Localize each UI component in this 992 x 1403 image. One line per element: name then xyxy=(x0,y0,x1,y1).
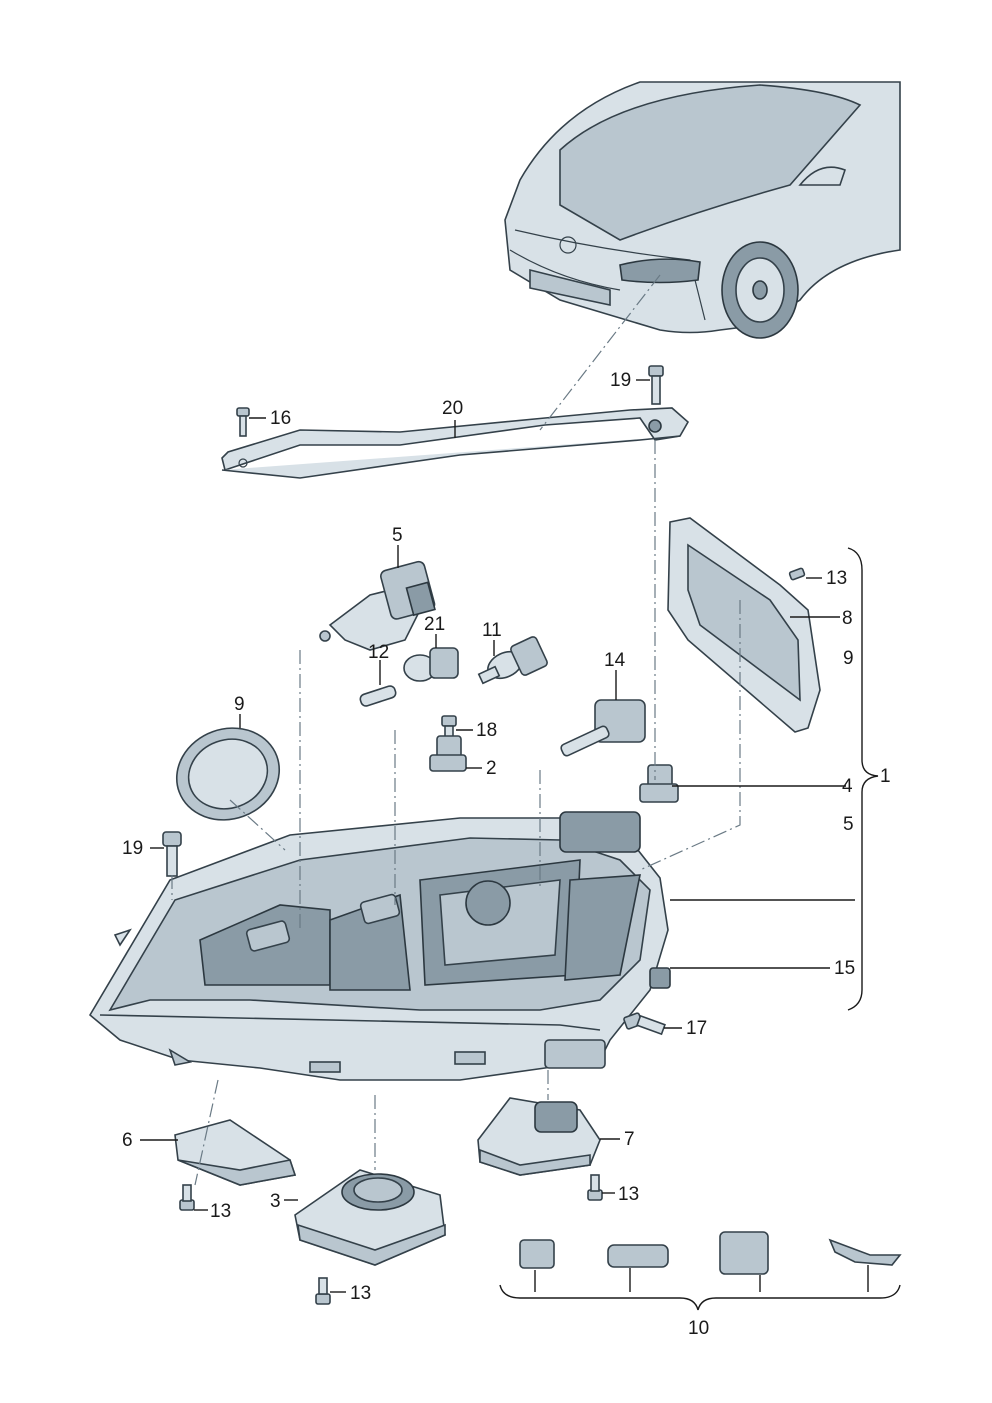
callout-11: 11 xyxy=(482,620,502,641)
cover-8 xyxy=(667,517,821,733)
callout-2: 2 xyxy=(486,758,497,779)
callout-21: 21 xyxy=(424,614,445,635)
callout-labels: 16 20 19 5 21 11 12 14 9 18 2 13 8 9 4 1… xyxy=(122,370,891,1339)
callout-1: 1 xyxy=(880,766,891,787)
ballast-3 xyxy=(294,1169,446,1266)
callout-19-left: 19 xyxy=(122,838,143,859)
callout-12: 12 xyxy=(368,642,389,663)
screw-19-top xyxy=(648,365,664,405)
screw-13-ballast xyxy=(315,1277,331,1305)
xenon-bulb-14 xyxy=(560,699,646,757)
callout-15: 15 xyxy=(834,958,855,979)
vehicle-front-illustration xyxy=(504,81,901,339)
screw-16 xyxy=(236,407,250,437)
callout-19-top: 19 xyxy=(610,370,631,391)
callout-4: 4 xyxy=(842,776,853,797)
callout-6: 6 xyxy=(122,1130,133,1151)
screw-13-left xyxy=(179,1184,195,1211)
control-unit-6 xyxy=(174,1119,297,1186)
connector-set-10 xyxy=(519,1231,902,1275)
headlight-housing xyxy=(88,811,669,1081)
leader-lines xyxy=(140,379,901,1311)
bulb-11 xyxy=(477,636,548,685)
mounting-bracket xyxy=(221,407,690,479)
screw-13-cover xyxy=(788,567,806,581)
callout-16: 16 xyxy=(270,408,291,429)
bulb-21 xyxy=(403,647,459,682)
callout-9-group: 9 xyxy=(843,648,854,669)
callout-5-top: 5 xyxy=(392,525,403,546)
callout-18: 18 xyxy=(476,720,497,741)
callout-3: 3 xyxy=(270,1191,281,1212)
led-module-5 xyxy=(319,560,436,651)
clip-2 xyxy=(429,735,467,772)
callout-5-group: 5 xyxy=(843,814,854,835)
callout-14: 14 xyxy=(604,650,626,671)
screw-17 xyxy=(623,1012,666,1036)
screw-13-right xyxy=(587,1174,603,1201)
retaining-ring-9 xyxy=(175,727,281,821)
assembly-lines xyxy=(171,274,741,1186)
callout-13-ballast: 13 xyxy=(350,1283,371,1304)
callout-8: 8 xyxy=(842,608,853,629)
callout-13-left: 13 xyxy=(210,1201,231,1222)
screw-19-left xyxy=(162,831,182,877)
callout-13-cover: 13 xyxy=(826,568,847,589)
callout-10: 10 xyxy=(688,1318,709,1339)
callout-13-right: 13 xyxy=(618,1184,639,1205)
clip-4 xyxy=(639,764,679,803)
bulb-12 xyxy=(359,685,397,707)
bracket-7 xyxy=(477,1097,601,1176)
callout-7: 7 xyxy=(624,1129,635,1150)
callout-20: 20 xyxy=(442,398,463,419)
callout-17: 17 xyxy=(686,1018,707,1039)
clip-15 xyxy=(649,967,671,989)
callout-9-ring: 9 xyxy=(234,694,245,715)
